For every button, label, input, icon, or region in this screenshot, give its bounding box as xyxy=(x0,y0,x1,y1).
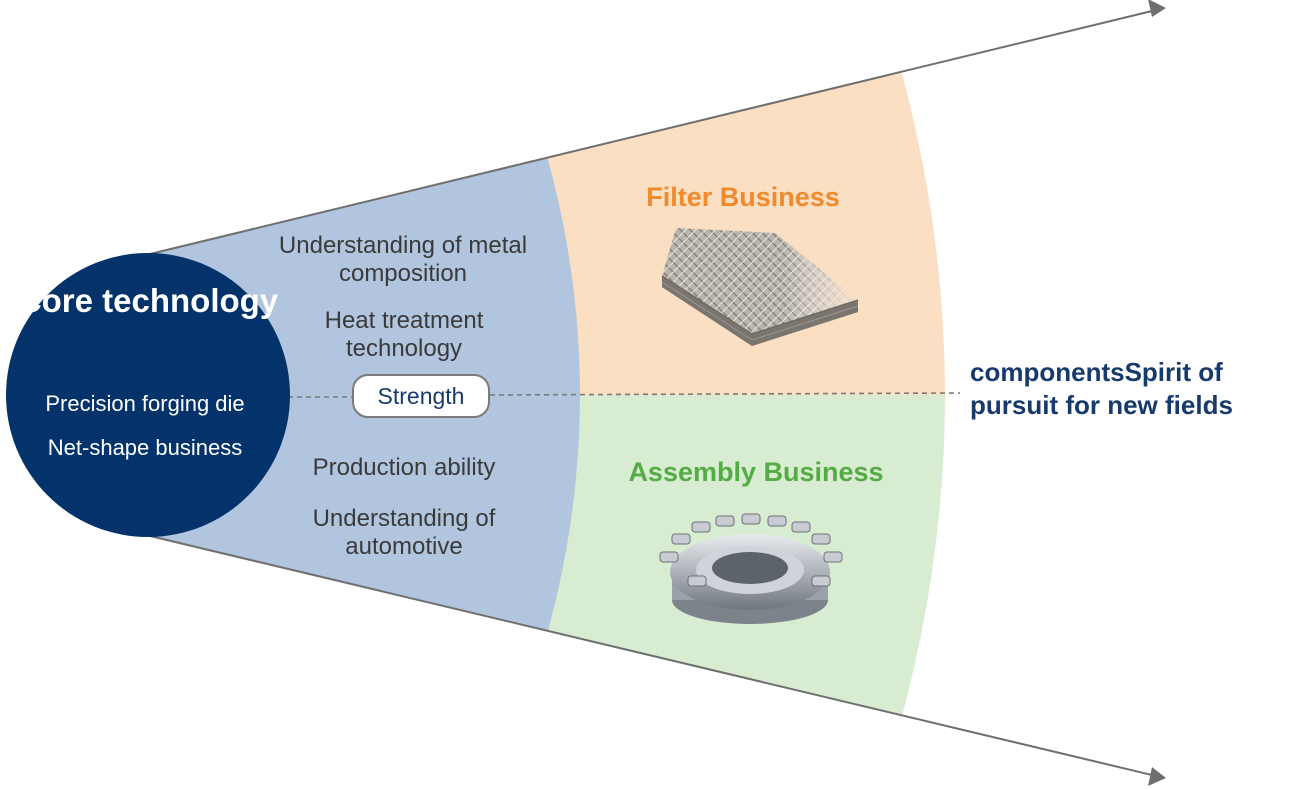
outer-area xyxy=(880,8,1165,778)
core-technology-circle xyxy=(6,253,290,537)
assembly-business-title: Assembly Business xyxy=(628,457,884,487)
lower-arrow-line xyxy=(149,535,1153,776)
upper-arrowhead xyxy=(1148,0,1166,17)
strength-label: Strength xyxy=(352,374,490,418)
upper-arrow-line xyxy=(149,10,1153,255)
midline-right xyxy=(489,392,961,396)
lower-arrowhead xyxy=(1148,767,1166,786)
strength-item-heat-treatment: Heat treatment technology xyxy=(324,307,484,362)
filter-business-title: Filter Business xyxy=(646,182,840,212)
strength-item-production-ability: Production ability xyxy=(312,454,496,481)
strength-item-metal-composition: Understanding of metal composition xyxy=(278,232,528,287)
core-item-net-shape-business: Net-shape business xyxy=(47,435,243,460)
assembly-ring-image xyxy=(659,513,843,624)
core-item-precision-forging-die: Precision forging die xyxy=(45,391,245,416)
core-technology-title: Core technology xyxy=(17,282,279,319)
strength-item-automotive: Understanding of automotive xyxy=(312,505,496,560)
new-fields-text: componentsSpirit of pursuit for new fiel… xyxy=(970,357,1233,421)
filter-mesh-image xyxy=(661,228,859,346)
